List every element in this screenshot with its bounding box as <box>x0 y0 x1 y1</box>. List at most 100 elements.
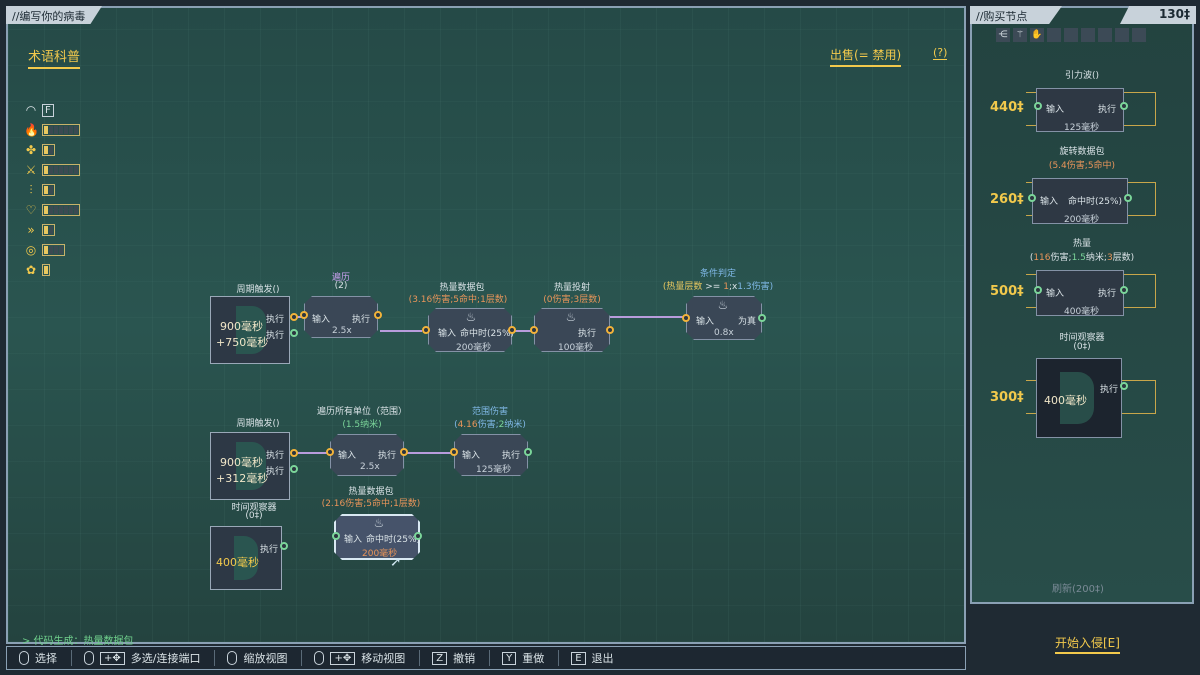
output-port[interactable] <box>524 448 532 456</box>
virus-editor-panel[interactable]: //编写你的病毒 术语科普 出售(= 禁用) (?) ◠ F 🔥✤⚔⫶♡»◎✿ … <box>6 6 966 647</box>
output-port[interactable] <box>414 532 422 540</box>
toolbar-meter-row[interactable]: ✤ <box>24 140 80 160</box>
level-meter <box>42 164 80 176</box>
input-port[interactable] <box>332 532 340 540</box>
node-subtitle: (2.16伤害;5命中;1层数) <box>321 499 421 509</box>
node-subtitle: (1.5纳米) <box>342 420 382 430</box>
shop-item-heat[interactable]: 热量 (116伤害;1.5纳米;3层数) 500‡ 输入 执行 400毫秒 <box>972 234 1192 320</box>
chevrons-icon: » <box>27 223 35 237</box>
output-port[interactable] <box>374 311 382 319</box>
input-port[interactable] <box>530 326 538 334</box>
node-loop-all-units[interactable]: 遍历所有单位（范围） (1.5纳米) 输入 执行 2.5x <box>308 404 416 476</box>
shop-item-gravity-wave[interactable]: 引力波() 440‡ 输入 执行 125毫秒 <box>972 66 1192 136</box>
toolbar-meter-row[interactable]: ♡ <box>24 200 80 220</box>
sliders-icon: ⫶ <box>29 183 33 197</box>
node-heat-packet-2[interactable]: 热量数据包 (2.16伤害;5命中;1层数) ♨ 输入 命中时(25%) 200… <box>318 484 424 570</box>
item-desc: (5.4伤害;5命中) <box>1048 161 1116 171</box>
toolbar-meter-row[interactable]: 🔥 <box>24 120 80 140</box>
level-meter <box>42 204 80 216</box>
output-port[interactable] <box>290 313 298 321</box>
hint-divider <box>71 650 72 666</box>
control-hint: 缩放视图 <box>227 650 303 666</box>
output-port[interactable] <box>606 326 614 334</box>
node-time-watcher[interactable]: 时间观察器 (0‡) 400毫秒 执行 <box>208 500 300 592</box>
gear-icon: ✿ <box>25 263 37 277</box>
wire-periodic1-loop <box>292 316 306 318</box>
level-meter <box>42 144 55 156</box>
input-label: 输入 <box>1046 289 1065 299</box>
true-label: 为真 <box>738 317 757 327</box>
node-condition[interactable]: 条件判定 (热量层数 >= 1;x1.3伤害) ♨ 输入 为真 0.8x <box>656 266 780 344</box>
resource-toolbar: ◠ F 🔥 ✤ ⚔ ⫶ ♡ » ◎ ✿ <box>24 100 80 280</box>
key-hint: +✥ <box>330 651 356 665</box>
node-title: 周期触发() <box>236 285 280 295</box>
hint-label: 退出 <box>591 652 614 665</box>
input-label: 输入 <box>338 451 357 461</box>
input-port[interactable] <box>326 448 334 456</box>
clover-icon: ✤ <box>25 143 37 157</box>
output-port[interactable] <box>508 326 516 334</box>
coin-icon: ◎ <box>25 243 37 257</box>
on-hit-label: 命中时(25%) <box>460 329 515 339</box>
help-button[interactable]: (?) <box>933 46 948 60</box>
shop-category-tab[interactable] <box>1115 28 1129 42</box>
node-shop-panel[interactable]: //购买节点 ⋲⚚✋ 引力波() 440‡ 输入 执行 125毫秒 旋转数据包 … <box>970 6 1194 604</box>
shop-category-tab[interactable]: ✋ <box>1030 28 1044 42</box>
shop-item-time-watcher[interactable]: 时间观察器 (0‡) 300‡ 400毫秒 执行 <box>972 328 1192 440</box>
hint-label: 撤销 <box>453 652 476 665</box>
shop-category-tab[interactable] <box>1064 28 1078 42</box>
node-area-damage[interactable]: 范围伤害 (4.16伤害;2纳米) 输入 执行 125毫秒 <box>440 404 540 476</box>
shop-item-spin-packet[interactable]: 旋转数据包 (5.4伤害;5命中) 260‡ 输入 命中时(25%) 200毫秒 <box>972 142 1192 228</box>
toolbar-header: ◠ F <box>24 100 80 120</box>
toolbar-meter-row[interactable]: ⚔ <box>24 160 80 180</box>
glossary-button[interactable]: 术语科普 <box>28 46 81 69</box>
shop-category-tab[interactable] <box>1047 28 1061 42</box>
input-port[interactable] <box>682 314 690 322</box>
shop-category-tab[interactable]: ⚚ <box>1013 28 1027 42</box>
control-hint: +✥多选/连接端口 <box>84 650 216 666</box>
toolbar-meter-row[interactable]: » <box>24 220 80 240</box>
hint-divider <box>558 650 560 666</box>
shop-category-tab[interactable]: ⋲ <box>996 28 1010 42</box>
toolbar-meter-row[interactable]: ⫶ <box>24 180 80 200</box>
output-port[interactable] <box>400 448 408 456</box>
node-heat-packet-1[interactable]: 热量数据包 (3.16伤害;5命中;1层数) ♨ 输入 命中时(25%) 200… <box>409 280 516 353</box>
credits-counter: 130‡ <box>1120 6 1196 24</box>
input-port[interactable] <box>450 448 458 456</box>
shop-category-tabs: ⋲⚚✋ <box>996 28 1146 42</box>
start-invasion-button[interactable]: 开始入侵[E] <box>1055 634 1120 654</box>
item-price: 260‡ <box>990 192 1024 207</box>
shop-category-tab[interactable] <box>1098 28 1112 42</box>
output-port[interactable] <box>280 542 288 550</box>
output-port <box>1120 286 1128 294</box>
shop-category-tab[interactable] <box>1132 28 1146 42</box>
key-hint: Y <box>502 651 517 665</box>
gauge-icon: ◠ <box>25 103 37 117</box>
sell-toggle[interactable]: 出售(= 禁用) <box>830 46 902 67</box>
shop-category-tab[interactable] <box>1081 28 1095 42</box>
node-heat-shot[interactable]: 热量投射 (0伤害;3层数) ♨ 执行 100毫秒 <box>528 280 616 353</box>
node-loop[interactable]: 遍历 (2) 输入 执行 2.5x <box>298 270 384 342</box>
key-hint: Z <box>432 651 448 665</box>
output-port <box>1120 382 1128 390</box>
output-port[interactable] <box>758 314 766 322</box>
mouse-icon <box>84 651 94 665</box>
input-label: 输入 <box>344 535 363 545</box>
exec-label: 执行 <box>1098 105 1117 115</box>
node-periodic-trigger-2[interactable]: 周期触发() 900毫秒 +312毫秒 执行 执行 <box>210 416 306 500</box>
node-periodic-trigger-1[interactable]: 周期触发() 900毫秒 +750毫秒 执行 执行 <box>210 282 306 366</box>
toolbar-meter-row[interactable]: ✿ <box>24 260 80 280</box>
node-subtitle: (热量层数 >= 1;x1.3伤害) <box>662 282 774 292</box>
item-price: 440‡ <box>990 100 1024 115</box>
refresh-shop-button[interactable]: 刷新(200‡) <box>1052 584 1104 595</box>
input-port[interactable] <box>300 311 308 319</box>
hint-label: 多选/连接端口 <box>130 652 201 665</box>
item-name: 热量 <box>1072 239 1091 249</box>
toolbar-meter-row[interactable]: ◎ <box>24 240 80 260</box>
input-port[interactable] <box>422 326 430 334</box>
output-port[interactable] <box>290 329 298 337</box>
output-port[interactable] <box>290 449 298 457</box>
f-key-hint[interactable]: F <box>42 103 54 117</box>
output-port[interactable] <box>290 465 298 473</box>
